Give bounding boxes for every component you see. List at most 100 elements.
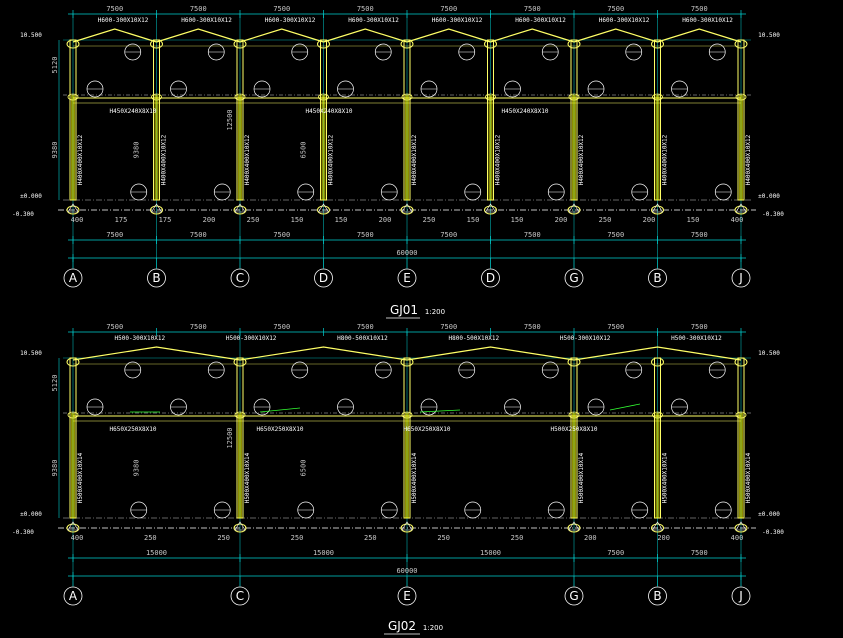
axis-label: E	[403, 271, 411, 285]
bracket-joint	[318, 93, 329, 101]
axis-bubble	[648, 586, 667, 606]
axis-label: J	[738, 271, 743, 285]
dim-text-bottom: 7500	[357, 231, 374, 239]
column-cap	[400, 39, 414, 49]
leader-line	[609, 403, 641, 411]
crane-beam-label: H650X250X8X10	[257, 426, 304, 433]
support-symbol	[735, 203, 747, 213]
axis-bubble	[397, 586, 417, 606]
rafter	[573, 346, 742, 361]
bracket-joint	[568, 411, 580, 419]
support-symbol	[735, 521, 747, 531]
leader-line	[419, 409, 461, 413]
column-lower-fill	[154, 95, 159, 200]
rafter	[239, 346, 408, 361]
rafter	[72, 346, 241, 361]
column-offset-dim: 250	[364, 534, 377, 542]
rafter	[239, 28, 324, 43]
dim-text-bottom: 15000	[146, 549, 167, 557]
dim-text-top: 7500	[607, 5, 624, 13]
leader-line	[259, 407, 301, 413]
dim-text-top: 7500	[106, 5, 123, 13]
beam-label: H600-300X10X12	[682, 17, 733, 24]
dim-text-top: 7500	[524, 5, 541, 13]
support-symbol	[401, 203, 413, 213]
column-lower-fill	[238, 413, 242, 518]
axis-bubble	[731, 268, 751, 288]
axis-label: A	[69, 271, 78, 285]
axis-label: D	[486, 271, 495, 285]
support-symbol	[401, 521, 413, 531]
column-lower-fill	[238, 95, 242, 200]
elevation-base-right: -0.300	[762, 211, 784, 218]
crane-beam-label: H650X250X8X10	[404, 426, 451, 433]
column-base	[233, 205, 247, 215]
crane-beam-label: H450X240X8X10	[502, 108, 549, 115]
dim-text-bottom: 7500	[524, 231, 541, 239]
dim-text-bottom: 7500	[106, 231, 123, 239]
column-base	[400, 205, 414, 215]
column-label: H500X400X10X14	[662, 452, 669, 503]
column-offset-dim: 150	[511, 216, 524, 224]
bracket-joint	[67, 411, 79, 419]
axis-label: C	[236, 589, 244, 603]
rafter	[657, 28, 742, 43]
axis-bubble	[314, 268, 333, 288]
axis-bubble	[564, 268, 584, 288]
dim-text-top: 7500	[106, 323, 123, 331]
bracket-joint	[234, 93, 246, 101]
dim-text-top: 7500	[691, 5, 708, 13]
column-label: H500X400X10X14	[745, 452, 752, 503]
axis-label: G	[569, 271, 578, 285]
column-base	[150, 205, 163, 215]
dim-text-bottom: 7500	[607, 231, 624, 239]
column-lower-fill	[655, 413, 660, 518]
bracket-joint	[652, 93, 663, 101]
column-cap	[734, 357, 748, 367]
dim-text-top: 7500	[440, 5, 457, 13]
left-height-dim: 9380	[51, 142, 59, 159]
inner-height-dim: 12500	[226, 109, 234, 130]
left-height-dim: 5120	[51, 375, 59, 392]
support-symbol	[317, 203, 330, 213]
column-offset-dim: 200	[584, 534, 597, 542]
crane-beam-label: H500X250X8X10	[551, 426, 598, 433]
axis-bubble	[481, 268, 500, 288]
bracket-joint	[234, 411, 246, 419]
beam-label: H600-300X10X12	[599, 17, 650, 24]
beam-label: H600-300X10X12	[432, 17, 483, 24]
axis-label: B	[653, 589, 661, 603]
axis-label: B	[653, 271, 661, 285]
axis-label: C	[236, 271, 244, 285]
rafter	[72, 28, 157, 43]
elevation-ground-left: ±0.000	[20, 511, 42, 518]
column-offset-dim: 150	[291, 216, 304, 224]
crane-beam-label: H450X240X8X10	[110, 108, 157, 115]
column-offset-dim: 250	[247, 216, 260, 224]
column-offset-dim: 150	[335, 216, 348, 224]
column-base	[567, 523, 581, 533]
elevation-top-right: 10.500	[758, 32, 780, 39]
beam-label: H500-300X10X12	[226, 335, 277, 342]
column-lower-fill	[71, 413, 75, 518]
dim-text-top: 7500	[357, 323, 374, 331]
column-base	[484, 205, 497, 215]
support-symbol	[150, 203, 163, 213]
column-cap	[150, 39, 163, 49]
column-base	[317, 205, 330, 215]
axis-bubble	[397, 268, 417, 288]
column-cap	[734, 39, 748, 49]
frame-title: GJ02	[388, 619, 416, 633]
axis-bubble	[648, 268, 667, 288]
column-offset-dim: 150	[687, 216, 700, 224]
beam-label: H600-300X10X12	[265, 17, 316, 24]
dim-text-bottom: 7500	[440, 231, 457, 239]
rafter	[406, 28, 491, 43]
crane-beam-label: H450X240X8X10	[306, 108, 353, 115]
column-offset-dim: 200	[555, 216, 568, 224]
column-base	[734, 523, 748, 533]
dim-text-top: 7500	[607, 323, 624, 331]
dim-text-top: 7500	[273, 5, 290, 13]
column-label: H400X400X10X12	[77, 134, 84, 185]
